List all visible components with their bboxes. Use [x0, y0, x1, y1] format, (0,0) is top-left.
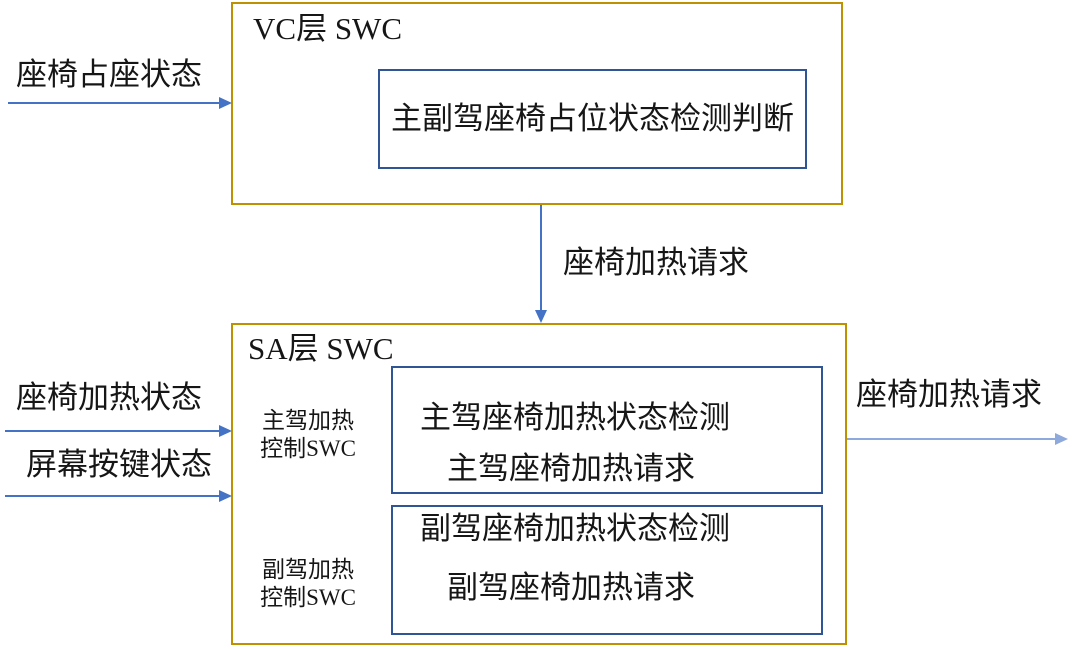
- seat-occupancy-status-label: 座椅占座状态: [16, 57, 202, 92]
- vc-occupancy-detection-block: 主副驾座椅占位状态检测判断: [378, 69, 807, 169]
- passenger-heating-block-line2: 副驾座椅加热请求: [447, 570, 695, 605]
- driver-heating-ctrl-label-line1: 主驾加热: [262, 408, 354, 433]
- driver-heating-block: [391, 366, 823, 494]
- heating-request-out-arrowhead-icon: [1055, 433, 1068, 445]
- driver-heating-ctrl-label-line2: 控制SWC: [260, 436, 356, 461]
- heating-request-arrowhead-icon: [535, 310, 547, 323]
- heating-request-arrow-line: [540, 205, 542, 311]
- heating-request-out-arrow-line: [847, 438, 1055, 440]
- passenger-heating-block-line1: 副驾座椅加热状态检测: [420, 511, 730, 546]
- screen-button-status-arrow-line: [5, 495, 219, 497]
- vc-occupancy-detection-label: 主副驾座椅占位状态检测判断: [391, 101, 794, 136]
- seat-heating-status-arrow-line: [5, 430, 219, 432]
- passenger-heating-ctrl-label-line1: 副驾加热: [262, 557, 354, 582]
- screen-button-status-label: 屏幕按键状态: [26, 447, 212, 482]
- heating-request-mid-label: 座椅加热请求: [563, 245, 749, 280]
- seat-heating-status-arrowhead-icon: [219, 425, 232, 437]
- seat-heating-status-label: 座椅加热状态: [16, 380, 202, 415]
- passenger-heating-ctrl-label-line2: 控制SWC: [260, 585, 356, 610]
- passenger-heating-block: [391, 505, 823, 635]
- vc-layer-title: VC层 SWC: [253, 11, 402, 46]
- heating-request-out-label: 座椅加热请求: [856, 377, 1042, 412]
- passenger-heating-ctrl-label: 副驾加热 控制SWC: [252, 556, 364, 612]
- screen-button-status-arrowhead-icon: [219, 490, 232, 502]
- sa-layer-title: SA层 SWC: [248, 331, 394, 366]
- seat-occupancy-arrow-line: [8, 102, 219, 104]
- driver-heating-ctrl-label: 主驾加热 控制SWC: [252, 407, 364, 463]
- driver-heating-block-line2: 主驾座椅加热请求: [447, 451, 695, 486]
- driver-heating-block-line1: 主驾座椅加热状态检测: [420, 400, 730, 435]
- seat-occupancy-arrowhead-icon: [219, 97, 232, 109]
